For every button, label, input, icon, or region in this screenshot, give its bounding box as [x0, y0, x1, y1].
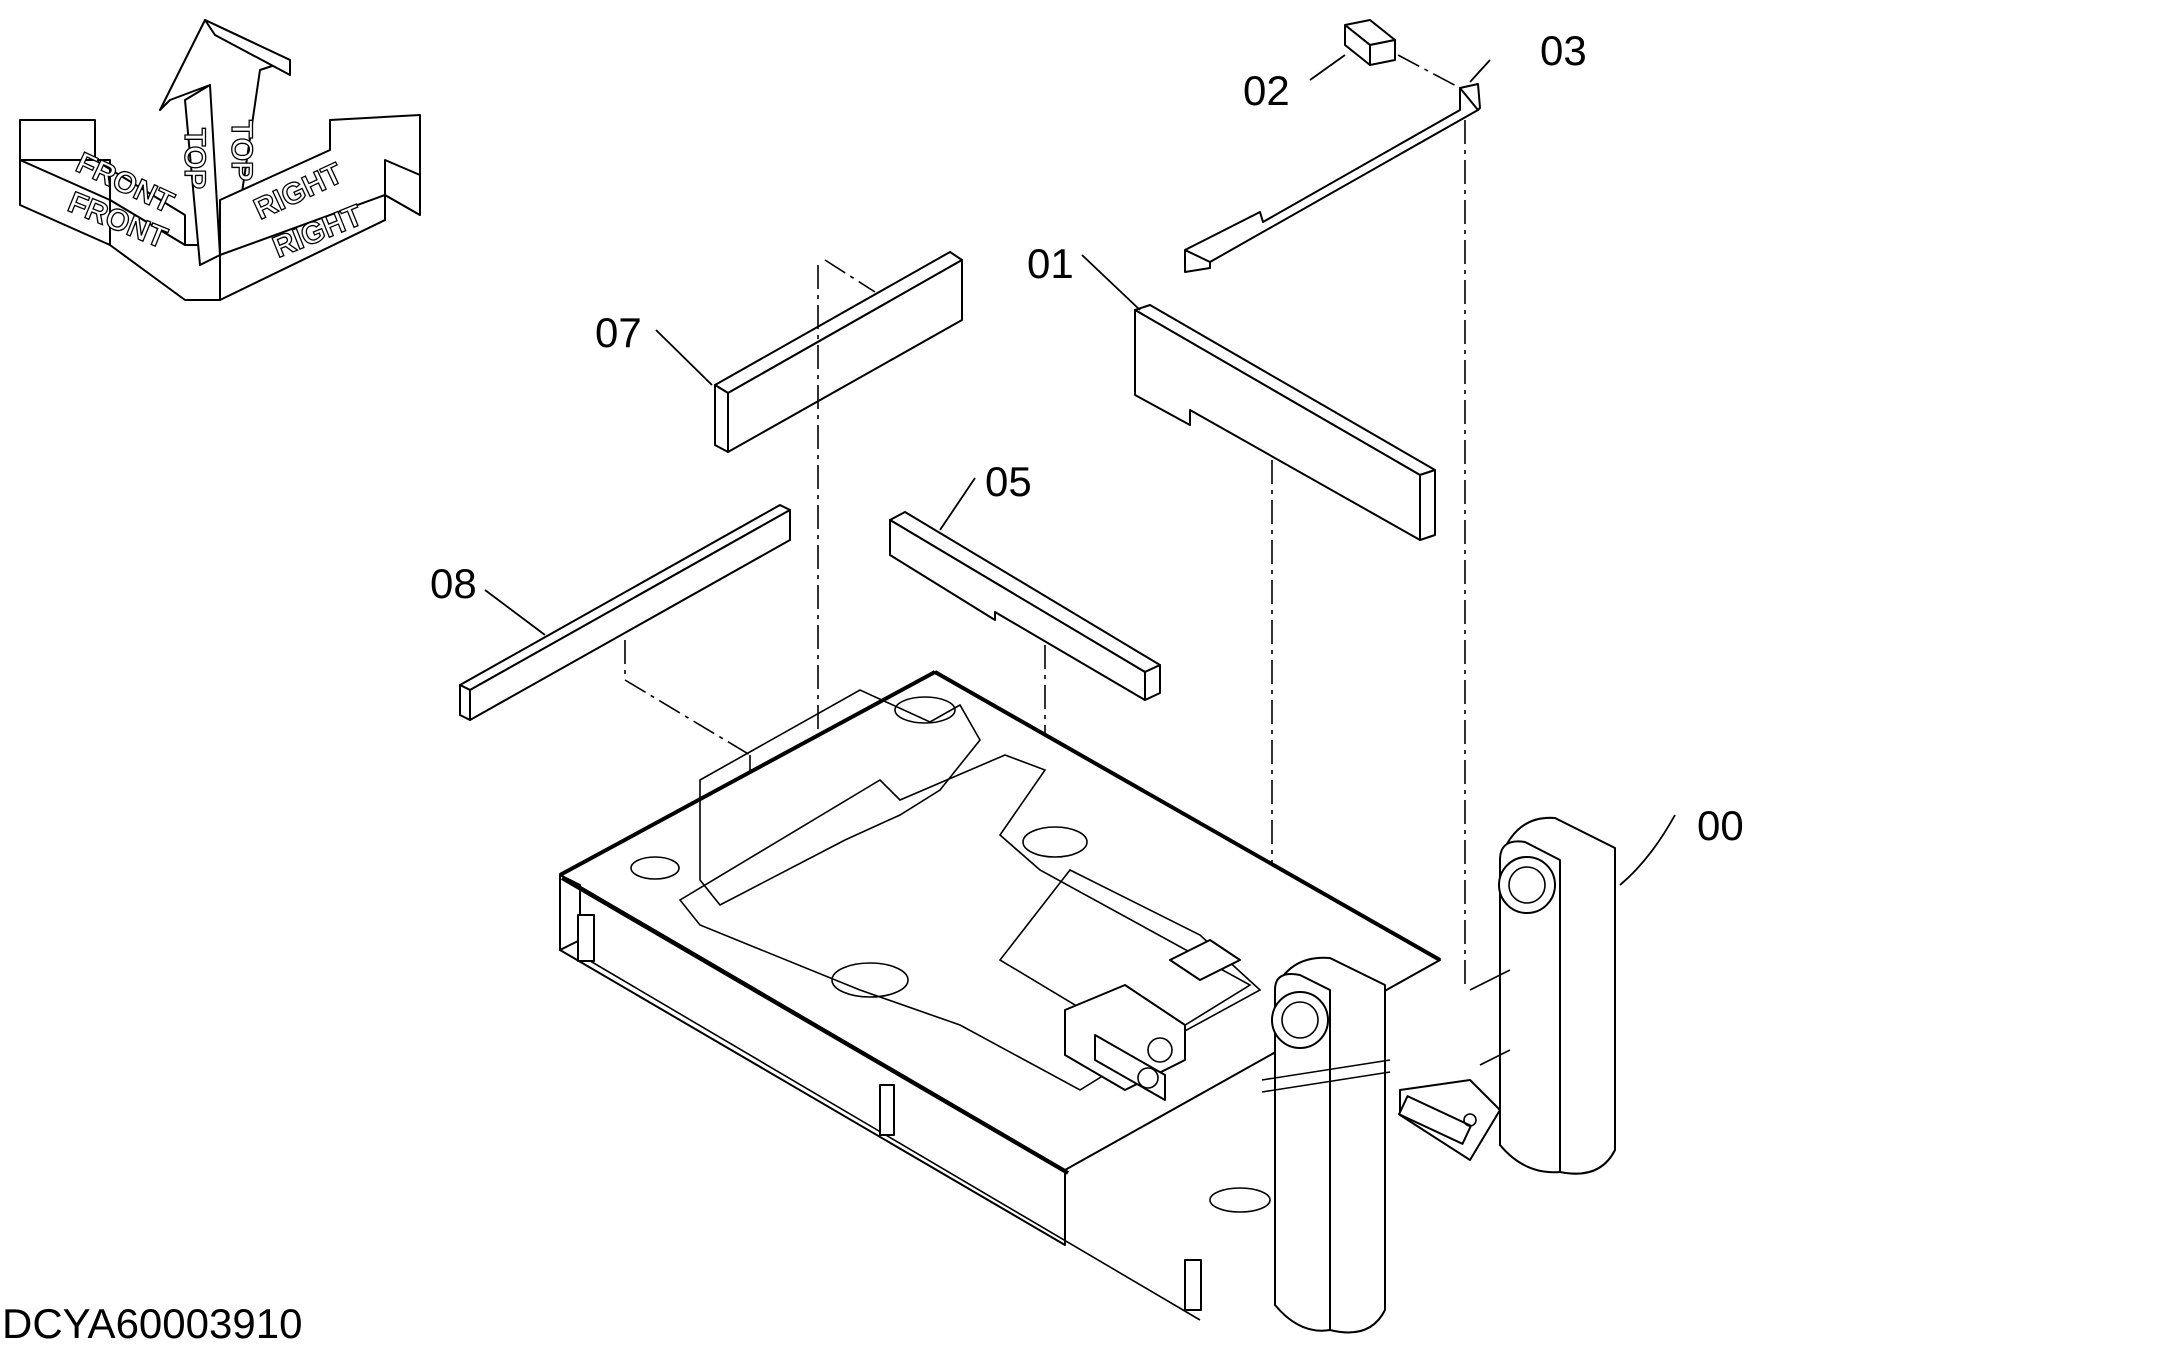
- mount-hole: [630, 856, 680, 880]
- callout-00: 00: [1697, 802, 1744, 849]
- callout-05: 05: [985, 458, 1032, 505]
- part-07-plate: [714, 251, 963, 453]
- callout-02: 02: [1243, 67, 1290, 114]
- mount-hole: [1209, 1187, 1271, 1213]
- leader-lines: [484, 54, 1676, 886]
- orientation-indicator: FRONT FRONT TOP TOP RIGHT RIGHT: [19, 19, 421, 301]
- part-05-bar: [889, 511, 1161, 701]
- side-bracket: [1184, 1259, 1202, 1311]
- part-03-bar: [1184, 83, 1481, 273]
- mount-hole: [831, 962, 909, 998]
- callout-03: 03: [1540, 27, 1587, 74]
- part-02-block: [1344, 19, 1396, 66]
- callout-08: 08: [430, 560, 477, 607]
- callout-07: 07: [595, 309, 642, 356]
- mount-hole: [894, 696, 956, 724]
- side-bracket: [577, 914, 595, 962]
- side-bracket: [879, 1084, 895, 1136]
- front-upright-arm: [1261, 956, 1391, 1334]
- callout-labels: 02 03 01 07 05 08 00: [430, 27, 1744, 849]
- callout-01: 01: [1027, 240, 1074, 287]
- mount-hole: [1022, 826, 1088, 858]
- drawing-code: DCYA60003910: [2, 1300, 302, 1345]
- part-00-frame: [559, 670, 1616, 1334]
- part-08-bar: [459, 504, 791, 721]
- orient-top-left: TOP: [178, 128, 211, 189]
- part-01-plate: [1134, 304, 1436, 541]
- orient-top-right: TOP: [225, 120, 258, 181]
- rear-upright-arm: [1498, 816, 1616, 1175]
